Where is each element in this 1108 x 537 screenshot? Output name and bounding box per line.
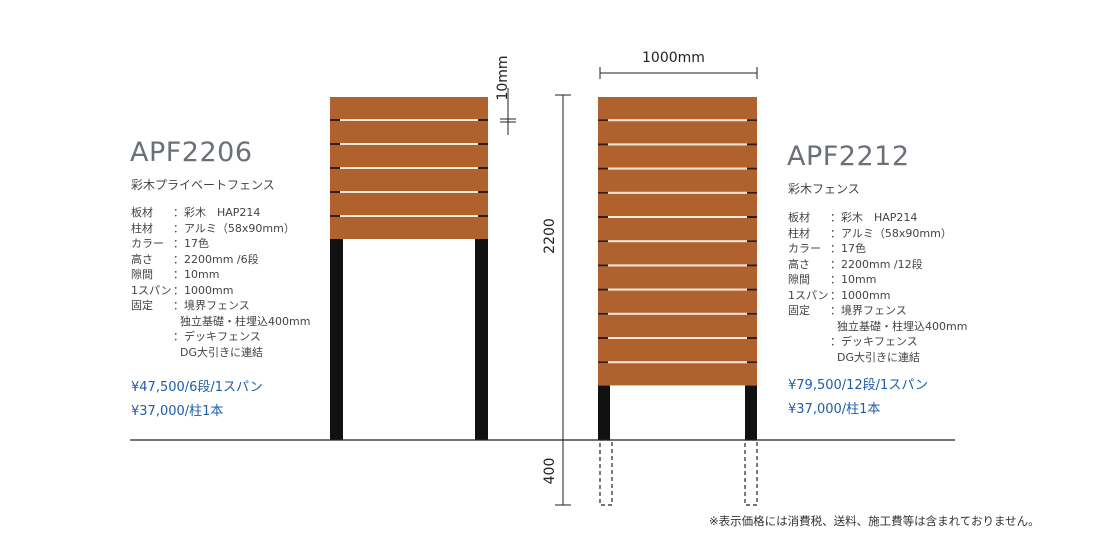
spec-key: 板材 xyxy=(788,211,810,224)
right-post-footings xyxy=(599,439,758,506)
fence-board xyxy=(598,169,757,192)
left-price-post: ¥37,000/柱1本 xyxy=(131,404,224,419)
fence-board xyxy=(330,145,488,167)
fence-board xyxy=(598,193,757,216)
spec-value: ：1000mm xyxy=(830,288,891,302)
right-fence xyxy=(598,97,757,440)
spec-value: ：アルミ（58x90mm） xyxy=(173,221,295,235)
spec-value: ：境界フェンス xyxy=(830,304,907,317)
spec-row: 板材 ：彩木 HAP214 xyxy=(788,210,967,226)
spec-row: 隙間 ：10mm xyxy=(788,272,967,288)
width-label: 1000mm xyxy=(642,50,705,66)
spec-row: 板材 ：彩木 HAP214 xyxy=(131,205,310,221)
height-dimension-line xyxy=(555,94,571,506)
left-price-panel: ¥47,500/6段/1スパン xyxy=(131,380,263,395)
post xyxy=(598,385,610,440)
spec-row: 柱材 ：アルミ（58x90mm） xyxy=(131,221,310,237)
gap-dimension-marker xyxy=(500,88,516,135)
fence-board xyxy=(330,97,488,119)
fence-board xyxy=(598,218,757,241)
right-spec-list: 板材 ：彩木 HAP214 柱材 ：アルミ（58x90mm） カラー ：17色高さ ：220… xyxy=(788,210,967,365)
spec-key: 高さ xyxy=(131,252,153,266)
spec-value: ：境界フェンス xyxy=(173,299,250,312)
spec-key: 隙間 xyxy=(788,273,810,286)
spec-row: カラー ：17色 xyxy=(131,236,310,252)
left-subtitle: 彩木プライベートフェンス xyxy=(131,178,275,192)
price-note: ※表示価格には消費税、送料、施工費等は含まれておりません。 xyxy=(709,514,1040,528)
spec-key: 隙間 xyxy=(131,268,153,281)
spec-row: 固定 ：境界フェンス xyxy=(131,298,310,314)
spec-row: 1スパン：1000mm xyxy=(788,288,967,304)
spec-key: カラー xyxy=(788,242,821,255)
spec-key: 柱材 xyxy=(788,226,810,240)
spec-row: 柱材 ：アルミ（58x90mm） xyxy=(788,226,967,242)
left-spec-list: 板材 ：彩木 HAP214 柱材 ：アルミ（58x90mm） カラー ：17色高さ ：220… xyxy=(131,205,310,360)
spec-fix-line: 独立基礎・柱埋込400mm xyxy=(180,314,311,328)
right-model-name: APF2212 xyxy=(787,141,910,172)
spec-fix-line: 独立基礎・柱埋込400mm xyxy=(837,319,968,333)
spec-value: ：10mm xyxy=(830,273,877,286)
fence-board xyxy=(598,145,757,168)
spec-value: ：2200mm /12段 xyxy=(830,257,923,271)
spec-key: 1スパン xyxy=(131,283,172,297)
spec-value: ：17色 xyxy=(173,237,209,250)
fence-board xyxy=(330,217,488,239)
spec-value: ：アルミ（58x90mm） xyxy=(830,226,952,240)
depth-label: 400 xyxy=(542,457,558,485)
post xyxy=(475,239,488,440)
fence-board xyxy=(330,121,488,143)
spec-value: ：彩木 HAP214 xyxy=(173,206,261,219)
right-price-post: ¥37,000/柱1本 xyxy=(788,402,881,417)
fence-board xyxy=(598,363,757,386)
gap-label: 10mm xyxy=(495,55,511,101)
spec-key: 1スパン xyxy=(788,288,829,302)
post xyxy=(745,385,757,440)
left-prices: ¥47,500/6段/1スパン ¥37,000/柱1本 xyxy=(131,376,263,424)
fence-board xyxy=(598,314,757,337)
spec-fix-line: DG大引きに連結 xyxy=(180,345,263,359)
spec-row: カラー ：17色 xyxy=(788,241,967,257)
spec-value: ：彩木 HAP214 xyxy=(830,211,918,224)
spec-row: 固定 ：境界フェンス xyxy=(788,303,967,319)
fence-board xyxy=(598,266,757,289)
spec-row: 高さ ：2200mm /6段 xyxy=(131,252,310,268)
spec-value: ：10mm xyxy=(173,268,220,281)
right-footing xyxy=(744,439,758,506)
spec-fix-line: ：デッキフェンス xyxy=(173,330,261,343)
fence-board xyxy=(598,121,757,144)
spec-row: 高さ ：2200mm /12段 xyxy=(788,257,967,273)
spec-key: 高さ xyxy=(788,257,810,271)
height-label: 2200 xyxy=(542,218,558,254)
width-dimension-line xyxy=(599,67,758,79)
right-prices: ¥79,500/12段/1スパン ¥37,000/柱1本 xyxy=(788,374,928,422)
spec-value: ：17色 xyxy=(830,242,866,255)
fence-board xyxy=(330,193,488,215)
spec-fix-line: ：デッキフェンス xyxy=(830,335,918,348)
fence-board xyxy=(598,242,757,265)
post xyxy=(330,239,343,440)
fence-board xyxy=(598,97,757,120)
spec-key: 板材 xyxy=(131,206,153,219)
spec-key: 固定 xyxy=(788,304,810,317)
spec-fix-line: DG大引きに連結 xyxy=(837,350,920,364)
fence-board xyxy=(598,339,757,362)
spec-key: 固定 xyxy=(131,299,153,312)
left-model-name: APF2206 xyxy=(130,137,253,168)
spec-value: ：2200mm /6段 xyxy=(173,252,259,266)
right-price-panel: ¥79,500/12段/1スパン xyxy=(788,378,928,393)
fence-board xyxy=(598,290,757,313)
spec-key: 柱材 xyxy=(131,221,153,235)
spec-row: 1スパン：1000mm xyxy=(131,283,310,299)
spec-row: 隙間 ：10mm xyxy=(131,267,310,283)
left-footing xyxy=(599,439,613,506)
spec-value: ：1000mm xyxy=(173,283,234,297)
spec-key: カラー xyxy=(131,237,164,250)
right-subtitle: 彩木フェンス xyxy=(788,182,860,196)
fence-board xyxy=(330,169,488,191)
left-fence xyxy=(330,97,488,440)
